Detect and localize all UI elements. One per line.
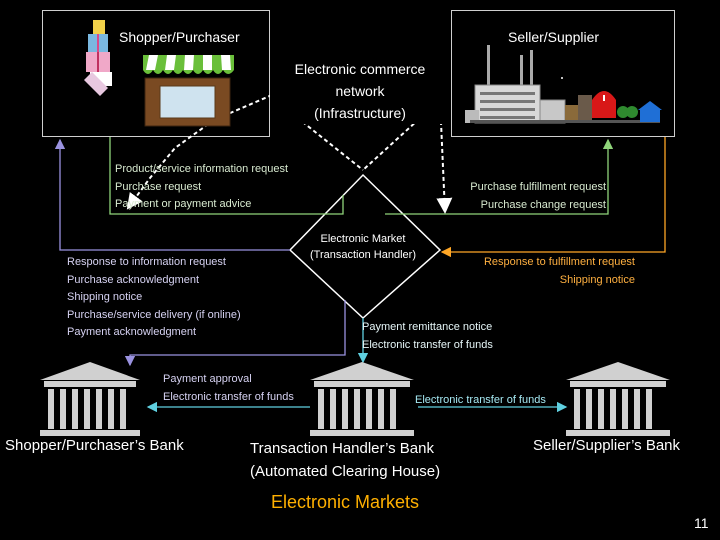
purple-flow-market-to-shopper [54, 138, 290, 251]
market-line-1: Electronic Market [320, 233, 406, 245]
flow-handler-to-seller-bank: Electronic transfer of funds [415, 392, 546, 410]
flow-item: Purchase acknowledgment [67, 273, 200, 286]
green-flow-market-to-seller [385, 138, 614, 215]
shopper-label: Shopper/Purchaser [119, 29, 240, 45]
network-dashed-center-left [274, 99, 364, 171]
handler-bank-line-1: Transaction Handler’s Bank [250, 440, 434, 457]
shopper-bank-icon [40, 362, 140, 436]
seller-label: Seller/Supplier [508, 29, 600, 45]
flow-item: Response to information request [67, 256, 226, 268]
flow-item: Purchase/service delivery (if online) [67, 308, 241, 321]
flow-item: Shipping notice [67, 291, 143, 303]
network-dashed-right [436, 99, 453, 214]
flow-item: Response to fulfillment request [483, 256, 635, 268]
market-label: Electronic Market (Transaction Handler) [291, 231, 435, 263]
gift-boxes-icon [84, 20, 112, 96]
storefront-icon [143, 55, 234, 127]
flow-item: Electronic transfer of funds [362, 338, 493, 351]
slide-title: Electronic Markets [271, 492, 420, 512]
flow-item: Electronic transfer of funds [415, 394, 546, 406]
market-line-2: (Transaction Handler) [310, 249, 416, 261]
network-label: Electronic commerce network (Infrastruct… [270, 58, 450, 124]
orange-flow-seller-to-market [440, 137, 666, 258]
flow-item: Shipping notice [559, 273, 635, 286]
network-line-3: (Infrastructure) [314, 105, 406, 121]
flow-market-to-shopper: Response to information request Purchase… [67, 254, 241, 342]
purple-flow-market-to-shopper-bank [124, 300, 346, 367]
flow-item: Purchase change request [480, 198, 606, 211]
flow-seller-to-market: Response to fulfillment request Shipping… [450, 254, 635, 289]
green-flow-shopper-to-market [109, 137, 344, 215]
flow-item: Product/service information request [115, 163, 289, 175]
flow-item: Electronic transfer of funds [163, 390, 294, 403]
seller-bank-icon [566, 362, 670, 436]
handler-bank-name: Transaction Handler’s Bank (Automated Cl… [250, 437, 440, 483]
flow-market-to-seller: Purchase fulfillment request Purchase ch… [440, 179, 606, 214]
flow-item: Purchase fulfillment request [470, 181, 606, 193]
page-number: 11 [694, 515, 709, 531]
flow-item: Payment approval [163, 373, 252, 385]
seller-bank-name: Seller/Supplier’s Bank [533, 437, 681, 454]
flow-handler-to-shopper-bank: Payment approval Electronic transfer of … [163, 371, 294, 406]
flow-shopper-to-market: Product/service information request Purc… [115, 161, 288, 214]
handler-bank-icon [310, 362, 414, 436]
network-line-2: network [335, 83, 385, 99]
flow-item: Payment remittance notice [362, 321, 493, 333]
network-line-1: Electronic commerce [294, 61, 426, 77]
handler-bank-line-2: (Automated Clearing House) [250, 463, 441, 480]
flow-market-to-handler-bank: Payment remittance notice Electronic tra… [362, 319, 493, 354]
factory-icon [465, 45, 662, 124]
flow-item: Payment or payment advice [115, 198, 252, 210]
flow-item: Payment acknowledgment [67, 326, 197, 338]
flow-item: Purchase request [115, 180, 202, 193]
shopper-bank-name: Shopper/Purchaser’s Bank [5, 437, 184, 454]
network-dashed-left [126, 94, 273, 210]
